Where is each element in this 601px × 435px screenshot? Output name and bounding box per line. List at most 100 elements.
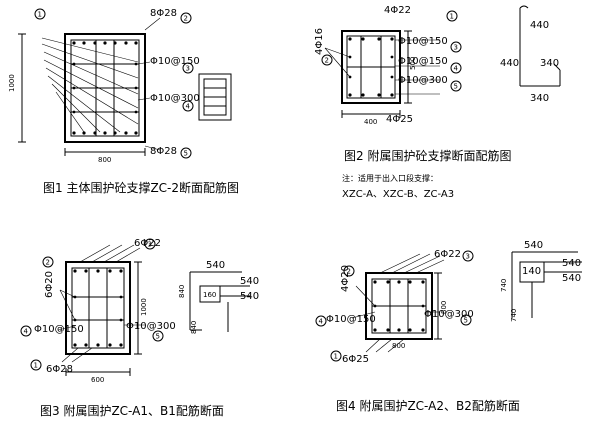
svg-text:2: 2 bbox=[347, 268, 351, 276]
fig4-stirrup-dim-right-2: 540 bbox=[562, 273, 581, 284]
svg-text:1: 1 bbox=[334, 353, 338, 361]
fig3-marker-1: 1 bbox=[30, 359, 42, 371]
fig1-marker-5: 5 bbox=[180, 147, 192, 159]
fig2-dim-width: 400 bbox=[364, 118, 377, 126]
fig1-label-bottom-bars: 8Φ28 bbox=[150, 146, 177, 157]
fig4-label-stirrup-150: Φ10@150 bbox=[326, 314, 376, 325]
fig4-stirrup-dim-top: 540 bbox=[524, 240, 543, 251]
svg-text:5: 5 bbox=[184, 150, 188, 158]
fig4-label-bottom-bars: 6Φ25 bbox=[342, 354, 369, 365]
fig3-label-top-bars: 6Φ22 bbox=[134, 238, 161, 249]
fig4-label-stirrup-300: Φ10@300 bbox=[424, 309, 474, 320]
fig2-label-stirrup-1: Φ10@150 bbox=[398, 36, 448, 47]
fig2-stirrup-detail bbox=[519, 5, 561, 87]
fig4-label-side-bars: 4Φ20 bbox=[340, 265, 351, 292]
fig2-marker-3: 3 bbox=[450, 41, 462, 53]
fig2-stirrup-dim-d: 340 bbox=[530, 93, 549, 104]
fig3-label-side-bars: 6Φ20 bbox=[44, 271, 55, 298]
svg-text:5: 5 bbox=[464, 317, 468, 325]
fig1-marker-4: 4 bbox=[182, 100, 194, 112]
fig1-marker-3: 3 bbox=[182, 62, 194, 74]
fig2-dim-height: 500 bbox=[409, 57, 417, 70]
fig1-marker-2: 2 bbox=[180, 12, 192, 24]
fig3-label-stirrup-150: Φ10@150 bbox=[34, 324, 84, 335]
svg-text:1: 1 bbox=[34, 362, 38, 370]
fig4-section bbox=[351, 253, 445, 353]
svg-text:3: 3 bbox=[148, 241, 152, 249]
fig4-marker-1: 1 bbox=[330, 350, 342, 362]
fig3-stirrup-dim-bottom: 840 bbox=[190, 321, 198, 334]
fig4-dim-height: 800 bbox=[440, 301, 448, 314]
fig4-label-top-bars: 6Φ22 bbox=[434, 249, 461, 260]
fig4-stirrup-dim-bottom: 740 bbox=[510, 309, 518, 322]
svg-text:1: 1 bbox=[450, 13, 454, 21]
fig2-marker-5: 5 bbox=[450, 80, 462, 92]
fig2-label-stirrup-2: Φ10@150 bbox=[398, 56, 448, 67]
fig4-leaders bbox=[351, 253, 445, 353]
svg-text:4: 4 bbox=[454, 65, 459, 73]
fig2-rebar-dots bbox=[348, 37, 394, 97]
figure-3: 6Φ22 6Φ20 Φ10@150 Φ10@300 6Φ28 600 1000 … bbox=[20, 238, 259, 418]
fig3-dim-height: 1000 bbox=[140, 298, 148, 316]
fig4-caption: 图4 附属围护ZC-A2、B2配筋断面 bbox=[336, 398, 520, 413]
svg-text:2: 2 bbox=[184, 15, 188, 23]
fig3-stirrup-dim-top: 540 bbox=[206, 260, 225, 271]
fig4-marker-2: 2 bbox=[343, 265, 355, 277]
fig2-label-stirrup-3: Φ10@300 bbox=[398, 75, 448, 86]
fig2-stirrup-dim-a: 440 bbox=[530, 20, 549, 31]
fig1-label-stirrup-150: Φ10@150 bbox=[150, 56, 200, 67]
fig3-caption: 图3 附属围护ZC-A1、B1配筋断面 bbox=[40, 403, 224, 418]
svg-text:3: 3 bbox=[454, 44, 458, 52]
fig2-stirrup-dim-c: 340 bbox=[540, 58, 559, 69]
fig2-section bbox=[324, 30, 440, 118]
fig1-stirrup-detail bbox=[198, 73, 232, 121]
fig1-dim-width: 800 bbox=[98, 156, 111, 164]
fig2-note-line2: XZC-A、XZC-B、ZC-A3 bbox=[342, 189, 454, 200]
svg-text:4: 4 bbox=[319, 318, 324, 326]
fig3-section bbox=[57, 244, 145, 376]
svg-text:5: 5 bbox=[156, 333, 160, 341]
svg-text:1: 1 bbox=[38, 11, 42, 19]
svg-text:2: 2 bbox=[325, 57, 329, 65]
fig4-marker-5: 5 bbox=[460, 314, 472, 326]
fig2-note-line1: 注：适用于出入口段支撑： bbox=[342, 173, 438, 183]
fig4-stirrup-dim-left: 740 bbox=[500, 279, 508, 292]
fig4-stirrup-dim-inner: 140 bbox=[522, 266, 541, 277]
fig2-stirrup-dim-b: 440 bbox=[500, 58, 519, 69]
fig3-leaders bbox=[57, 244, 145, 363]
fig1-rebar-dots bbox=[72, 41, 138, 135]
fig1-dim-height: 1000 bbox=[8, 74, 16, 92]
fig4-stirrup-dim-right-1: 540 bbox=[562, 258, 581, 269]
fig3-stirrup-dim-inner: 160 bbox=[203, 291, 216, 299]
fig3-stirrup-dim-right-2: 540 bbox=[240, 291, 259, 302]
fig1-leaders bbox=[41, 17, 161, 151]
fig3-stirrup-dim-left: 840 bbox=[178, 285, 186, 298]
fig2-label-top-bars: 4Φ22 bbox=[384, 5, 411, 16]
fig1-label-stirrup-300: Φ10@300 bbox=[150, 93, 200, 104]
fig3-marker-3: 3 bbox=[144, 238, 156, 250]
fig4-stirrup-detail bbox=[511, 251, 582, 318]
fig2-marker-1: 1 bbox=[446, 10, 458, 22]
fig3-marker-2: 2 bbox=[42, 256, 54, 268]
fig3-rebar-dots bbox=[73, 269, 123, 347]
figure-1: 8Φ28 8Φ28 Φ10@150 Φ10@300 800 1000 1 2 3… bbox=[8, 8, 239, 195]
svg-text:3: 3 bbox=[466, 253, 470, 261]
svg-text:4: 4 bbox=[24, 328, 29, 336]
fig4-marker-3: 3 bbox=[462, 250, 474, 262]
fig2-marker-2: 2 bbox=[321, 54, 333, 66]
fig3-stirrup-dim-right-1: 540 bbox=[240, 276, 259, 287]
fig1-label-top-bars: 8Φ28 bbox=[150, 8, 177, 19]
fig4-dim-width: 800 bbox=[392, 342, 405, 350]
fig1-section bbox=[18, 17, 161, 156]
fig3-marker-5: 5 bbox=[152, 330, 164, 342]
fig3-stirrup-detail bbox=[189, 271, 250, 332]
fig4-rebar-dots bbox=[373, 280, 425, 332]
fig3-dim-width: 600 bbox=[91, 376, 104, 384]
fig4-marker-4: 4 bbox=[315, 315, 327, 327]
fig3-marker-4: 4 bbox=[20, 325, 32, 337]
fig2-marker-4: 4 bbox=[450, 62, 462, 74]
svg-text:2: 2 bbox=[46, 259, 50, 267]
svg-text:3: 3 bbox=[186, 65, 190, 73]
figure-2: 4Φ22 4Φ16 Φ10@150 Φ10@150 Φ10@300 4Φ25 4… bbox=[314, 5, 561, 200]
